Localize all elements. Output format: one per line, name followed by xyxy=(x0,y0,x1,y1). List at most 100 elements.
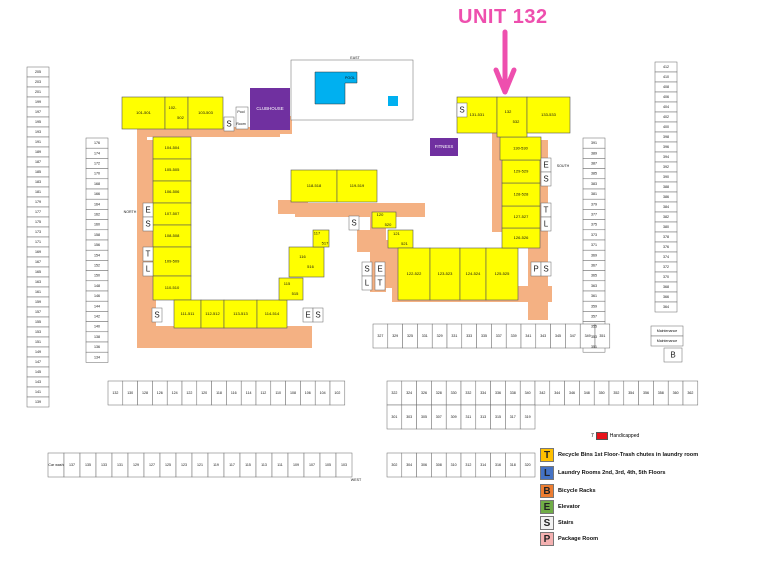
parking-space-label: 355 xyxy=(591,325,597,329)
unit-label: 128-528 xyxy=(514,192,529,197)
parking-space-label: 364 xyxy=(663,305,669,309)
east-label: EAST xyxy=(350,56,360,60)
walkway xyxy=(278,200,308,214)
parking-space-label: 346 xyxy=(569,391,575,395)
stairs-icon: S xyxy=(543,265,548,274)
parking-space-label: 139 xyxy=(35,400,41,404)
unit-label: 112-512 xyxy=(205,311,220,316)
stairs-icon xyxy=(151,307,163,323)
parking-space-label: 335 xyxy=(481,334,487,338)
legend-text: Package Room xyxy=(558,536,599,542)
elevator-icon: E xyxy=(145,206,150,215)
parking-space-label: 392 xyxy=(663,165,669,169)
parking-space-label: 349 xyxy=(585,334,591,338)
parking-space-label: 386 xyxy=(663,195,669,199)
parking-space-label: 343 xyxy=(540,334,546,338)
parking-space-label: 317 xyxy=(510,415,516,419)
stairs-icon: S xyxy=(540,516,554,530)
stairs-icon xyxy=(142,216,154,232)
walkway xyxy=(357,230,371,252)
maintenance-label: Maintenance xyxy=(657,339,678,343)
legend-item-stairs: S Stairs xyxy=(540,516,574,530)
unit-109-509 xyxy=(152,246,192,277)
unit-label: 517 xyxy=(322,241,329,246)
parking-space-label: 318 xyxy=(510,463,516,467)
parking-space-label: 103 xyxy=(341,463,347,467)
unit-117 xyxy=(312,229,330,248)
legend-item-elevator: E Elevator xyxy=(540,500,580,514)
parking-space-label: 174 xyxy=(94,151,100,155)
unit-122-522 xyxy=(397,247,431,301)
parking-space xyxy=(85,351,109,363)
parking-space-label: 189 xyxy=(35,150,41,154)
package-icon: P xyxy=(540,532,554,546)
pool-room-label-a: Pool xyxy=(237,110,244,114)
spa xyxy=(388,96,398,106)
parking-space-label: 121 xyxy=(197,463,203,467)
handicapped-legend: 7 Handicapped xyxy=(591,432,639,440)
parking-space-label: 334 xyxy=(480,391,486,395)
parking-space-label: 308 xyxy=(436,463,442,467)
unit-118-518 xyxy=(290,169,338,203)
parking-space-label: 380 xyxy=(663,225,669,229)
parking-space-label: 362 xyxy=(687,391,693,395)
stairs-icon: S xyxy=(145,220,150,229)
parking-space-label: 169 xyxy=(35,250,41,254)
parking-space-label: 152 xyxy=(94,263,100,267)
parking-space-label: 132 xyxy=(112,391,118,395)
parking-space-label: 410 xyxy=(663,75,669,79)
stairs-icon: S xyxy=(315,311,320,320)
parking-space-label: 123 xyxy=(181,463,187,467)
parking-space-label: 324 xyxy=(406,391,412,395)
parking-space-label: 404 xyxy=(663,105,669,109)
parking-space-label: 146 xyxy=(94,294,100,298)
unit-label: 125-525 xyxy=(495,271,510,276)
parking-space-label: 408 xyxy=(663,85,669,89)
parking-space-label: 329 xyxy=(437,334,443,338)
walkway xyxy=(143,127,280,137)
parking-space-label: 314 xyxy=(480,463,486,467)
parking-space-label: 170 xyxy=(94,172,100,176)
parking-space-label: 352 xyxy=(613,391,619,395)
elevator-icon: E xyxy=(540,500,554,514)
unit-label: 108-508 xyxy=(165,233,180,238)
unit-label: 101-501 xyxy=(136,110,151,115)
unit-114-514 xyxy=(256,299,288,329)
walkway xyxy=(384,240,398,288)
parking-space-label: 328 xyxy=(436,391,442,395)
north-label: NORTH xyxy=(124,210,137,214)
stairs-icon xyxy=(456,102,468,118)
clubhouse xyxy=(250,88,290,130)
walkway xyxy=(137,326,305,348)
parking-space-label: 126 xyxy=(157,391,163,395)
parking-space-label: 385 xyxy=(591,172,597,176)
parking-space-label: 348 xyxy=(584,391,590,395)
unit-115 xyxy=(278,277,304,301)
stairs-icon xyxy=(348,215,360,231)
unit-101-501 xyxy=(121,96,166,130)
parking-space-label: 111 xyxy=(277,463,282,467)
parking-space-label: 360 xyxy=(673,391,679,395)
parking-space-label: 376 xyxy=(663,245,669,249)
unit-label: 107-507 xyxy=(165,211,180,216)
parking-space-label: 107 xyxy=(309,463,315,467)
parking-space-label: 341 xyxy=(525,334,531,338)
unit-label: 516 xyxy=(307,264,314,269)
unit-label: 123-523 xyxy=(438,271,453,276)
parking-space-label: 136 xyxy=(94,345,100,349)
parking-space-label: 383 xyxy=(591,182,597,186)
parking-space-label: 114 xyxy=(246,391,252,395)
parking-space-label: 332 xyxy=(465,391,471,395)
parking-space-label: 303 xyxy=(406,415,412,419)
fitness xyxy=(430,138,458,156)
unit-label: 120 xyxy=(377,212,384,217)
elevator-icon: E xyxy=(543,161,548,170)
arrow-icon xyxy=(493,29,517,95)
stairs-icon xyxy=(540,261,552,277)
parking-space-label: 143 xyxy=(35,380,41,384)
pool-room-label-b: Room xyxy=(236,122,246,126)
parking-space-label: 377 xyxy=(591,212,597,216)
legend-item-laundry: L Laundry Rooms 2nd, 3rd, 4th, 5th Floor… xyxy=(540,466,666,480)
unit-124-524 xyxy=(459,247,487,301)
parking-space-label: 193 xyxy=(35,130,41,134)
